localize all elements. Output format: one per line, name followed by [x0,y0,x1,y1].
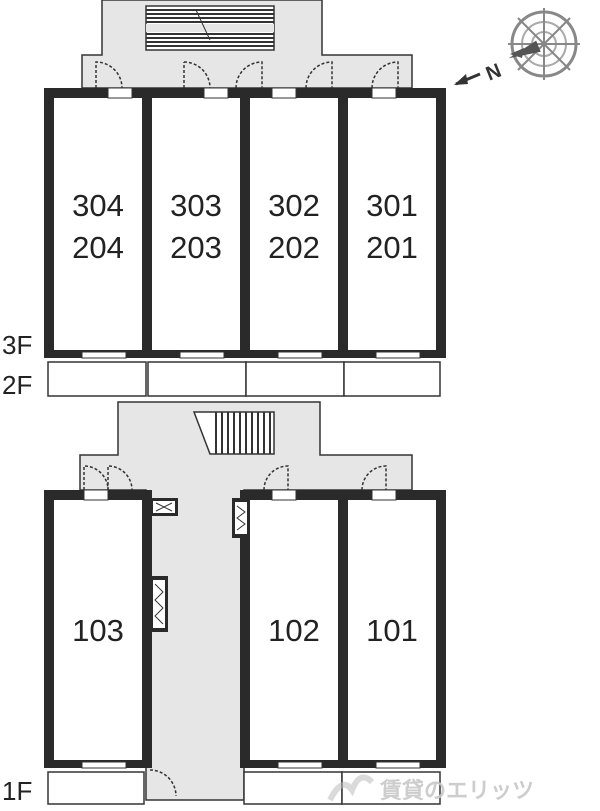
floor-label-2f: 2F [2,370,32,400]
upper-unit-303 [152,98,240,350]
unit-label-201: 201 [366,230,418,265]
north-label: N [483,60,505,86]
compass-rose-icon [508,8,580,80]
upper-floor-plan: 304 204 303 203 302 202 301 201 3F 2F [2,0,446,400]
floor-label-1f: 1F [2,776,32,806]
ground-unit-103 [54,500,142,760]
upper-unit-302 [250,98,338,350]
ground-openings [81,489,421,769]
eltz-logo-icon [327,774,375,802]
upper-door-swings [95,61,399,89]
unit-label-203: 203 [170,230,222,265]
unit-label-302: 302 [268,188,320,223]
ground-unit-102 [250,500,338,760]
unit-label-204: 204 [72,230,124,265]
unit-label-304: 304 [72,188,124,223]
upper-openings [81,87,421,359]
upper-staircase [145,5,275,51]
ground-door-swings [83,465,387,797]
unit-label-101: 101 [366,613,418,648]
ground-floor-plan: 103 102 101 1F [2,401,446,806]
unit-label-202: 202 [268,230,320,265]
unit-label-301: 301 [366,188,418,223]
ground-staircase [192,411,275,455]
unit-label-102: 102 [268,613,320,648]
ground-balconies [47,771,441,805]
north-arrow-icon [454,72,481,86]
upper-unit-301 [348,98,436,350]
ground-unit-101 [348,500,436,760]
upper-balconies [47,361,441,397]
upper-unit-304 [54,98,142,350]
floor-label-3f: 3F [2,330,32,360]
equipment-boxes [150,498,250,632]
unit-label-303: 303 [170,188,222,223]
watermark-text: 賃貸のエリッツ [379,778,534,803]
unit-label-103: 103 [72,613,124,648]
